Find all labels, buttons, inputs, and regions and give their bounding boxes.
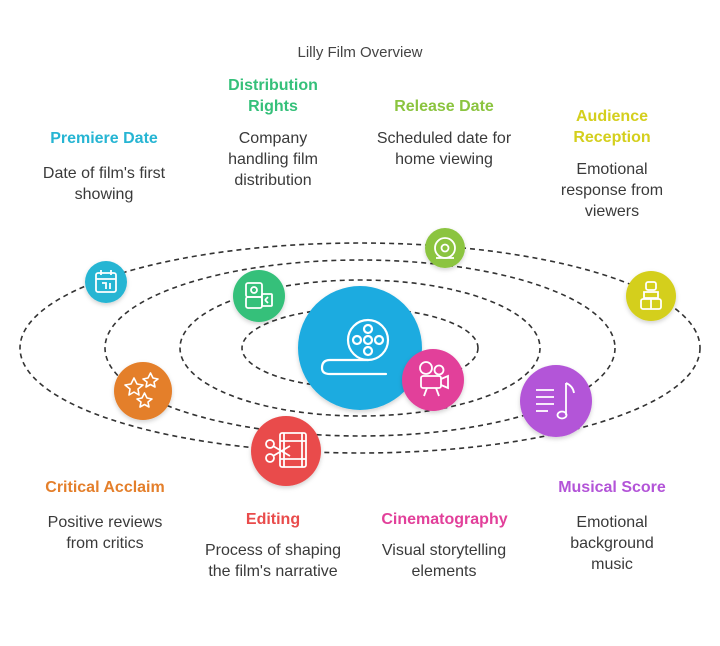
distribution-label: Distribution Rights Company handling fil…: [193, 75, 353, 191]
release-node: [425, 228, 465, 268]
critical-desc: Positive reviews from critics: [47, 514, 163, 552]
stars-icon: [124, 372, 159, 408]
audience-desc: Emotional response from viewers: [560, 161, 664, 220]
disc-icon: [434, 237, 456, 259]
premiere-desc: Date of film's first showing: [42, 165, 166, 203]
center-node: [298, 286, 422, 410]
release-label: Release Date Scheduled date for home vie…: [364, 96, 524, 170]
film-reel-icon: [320, 318, 390, 376]
music-note-icon: [536, 382, 575, 420]
release-title: Release Date: [394, 98, 494, 115]
audience-title: Audience Reception: [573, 108, 651, 146]
cinematography-label: Cinematography Visual storytelling eleme…: [362, 509, 527, 582]
orbit-ring-3: [104, 259, 616, 437]
audience-label: Audience Reception Emotional response fr…: [532, 106, 692, 222]
editing-desc: Process of shaping the film's narrative: [204, 542, 342, 580]
orbit-ring-1: [241, 307, 479, 389]
musical-label: Musical Score Emotional background music: [532, 477, 692, 575]
editing-title: Editing: [245, 511, 301, 528]
audience-node: [626, 271, 676, 321]
release-desc: Scheduled date for home viewing: [376, 130, 512, 168]
premiere-label: Premiere Date Date of film's first showi…: [14, 128, 194, 205]
critical-title: Critical Acclaim: [45, 479, 165, 496]
musical-title: Musical Score: [558, 479, 666, 496]
cinematography-node: [402, 349, 464, 411]
editing-label: Editing Process of shaping the film's na…: [193, 509, 353, 582]
audience-icon: [640, 281, 662, 310]
camera-icon: [419, 361, 449, 397]
orbit-ring-2: [179, 279, 541, 417]
premiere-node: [85, 261, 127, 303]
cinematography-title: Cinematography: [381, 511, 508, 528]
premiere-title: Premiere Date: [50, 130, 158, 147]
film-reel-box-icon: [245, 282, 273, 309]
scissors-film-icon: [265, 432, 307, 468]
musical-node: [520, 365, 592, 437]
musical-desc: Emotional background music: [570, 514, 654, 573]
orbit-ring-4: [19, 242, 701, 454]
critical-node: [114, 362, 172, 420]
distribution-desc: Company handling film distribution: [228, 130, 318, 189]
critical-label: Critical Acclaim Positive reviews from c…: [20, 477, 190, 554]
diagram-title: Lilly Film Overview: [297, 44, 423, 61]
distribution-node: [233, 270, 285, 322]
cinematography-desc: Visual storytelling elements: [381, 542, 507, 580]
editing-node: [251, 416, 321, 486]
distribution-title: Distribution Rights: [228, 77, 318, 115]
calendar-icon: [95, 270, 117, 293]
